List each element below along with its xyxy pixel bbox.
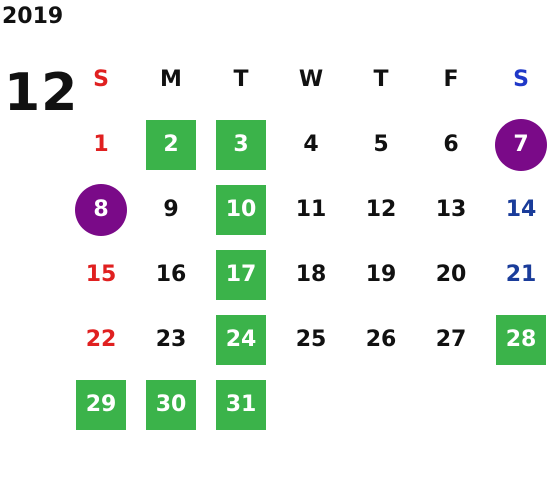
day-cell-highlighted[interactable]: 28 — [486, 307, 548, 372]
day-cell-highlighted[interactable]: 3 — [206, 112, 276, 177]
day-cell[interactable]: 27 — [416, 307, 486, 372]
day-number: 8 — [75, 183, 127, 236]
day-number: 21 — [505, 262, 537, 287]
day-number: 1 — [93, 132, 109, 157]
day-number: 9 — [163, 197, 179, 222]
weekday-header-friday: F — [443, 67, 459, 92]
weekday-header-monday: M — [160, 67, 182, 92]
day-cell-highlighted[interactable]: 10 — [206, 177, 276, 242]
day-cell[interactable]: 22 — [66, 307, 136, 372]
weekday-header-tuesday: T — [233, 67, 249, 92]
day-cell[interactable]: 12 — [346, 177, 416, 242]
day-number: 6 — [443, 132, 459, 157]
day-number: 12 — [365, 197, 397, 222]
day-number: 28 — [496, 314, 546, 365]
day-cell-highlighted[interactable]: 30 — [136, 372, 206, 437]
day-cell[interactable]: 21 — [486, 242, 548, 307]
day-cell-highlighted[interactable]: 24 — [206, 307, 276, 372]
weekday-header-wednesday: W — [298, 67, 324, 92]
day-number: 19 — [365, 262, 397, 287]
day-cell-highlighted[interactable]: 29 — [66, 372, 136, 437]
day-cell[interactable]: 16 — [136, 242, 206, 307]
weekday-header-saturday: S — [513, 67, 529, 92]
day-cell[interactable]: 11 — [276, 177, 346, 242]
day-cell[interactable]: 19 — [346, 242, 416, 307]
day-number: 26 — [365, 327, 397, 352]
day-number: 11 — [295, 197, 327, 222]
year-label: 2019 — [2, 4, 64, 29]
day-cell[interactable]: 9 — [136, 177, 206, 242]
day-cell[interactable]: 13 — [416, 177, 486, 242]
weekday-header-thursday: T — [373, 67, 389, 92]
day-number: 13 — [435, 197, 467, 222]
day-number: 16 — [155, 262, 187, 287]
day-number: 27 — [435, 327, 467, 352]
day-cell-marked[interactable]: 8 — [66, 177, 136, 242]
day-cell[interactable]: 6 — [416, 112, 486, 177]
day-number: 5 — [373, 132, 389, 157]
day-cell[interactable]: 18 — [276, 242, 346, 307]
day-number: 30 — [146, 379, 196, 430]
day-cell-highlighted[interactable]: 2 — [136, 112, 206, 177]
day-cell[interactable]: 23 — [136, 307, 206, 372]
day-number: 31 — [216, 379, 266, 430]
day-cell-marked[interactable]: 7 — [486, 112, 548, 177]
day-number: 2 — [146, 119, 196, 170]
day-number: 25 — [295, 327, 327, 352]
day-number: 15 — [85, 262, 117, 287]
day-cell[interactable]: 5 — [346, 112, 416, 177]
day-number: 20 — [435, 262, 467, 287]
day-number: 24 — [216, 314, 266, 365]
day-number: 14 — [505, 197, 537, 222]
day-number: 29 — [76, 379, 126, 430]
day-cell[interactable]: 1 — [66, 112, 136, 177]
day-number: 3 — [216, 119, 266, 170]
day-cell[interactable]: 4 — [276, 112, 346, 177]
day-number: 10 — [216, 184, 266, 235]
day-cell-highlighted[interactable]: 17 — [206, 242, 276, 307]
day-number: 23 — [155, 327, 187, 352]
day-cell[interactable]: 25 — [276, 307, 346, 372]
day-cell-highlighted[interactable]: 31 — [206, 372, 276, 437]
month-number: 12 — [4, 63, 79, 123]
weekday-header-sunday: S — [93, 67, 109, 92]
day-cell[interactable]: 20 — [416, 242, 486, 307]
day-cell[interactable]: 14 — [486, 177, 548, 242]
day-cell[interactable]: 15 — [66, 242, 136, 307]
day-number: 7 — [495, 118, 547, 171]
day-number: 22 — [85, 327, 117, 352]
day-number: 18 — [295, 262, 327, 287]
day-number: 17 — [216, 249, 266, 300]
day-cell[interactable]: 26 — [346, 307, 416, 372]
day-number: 4 — [303, 132, 319, 157]
